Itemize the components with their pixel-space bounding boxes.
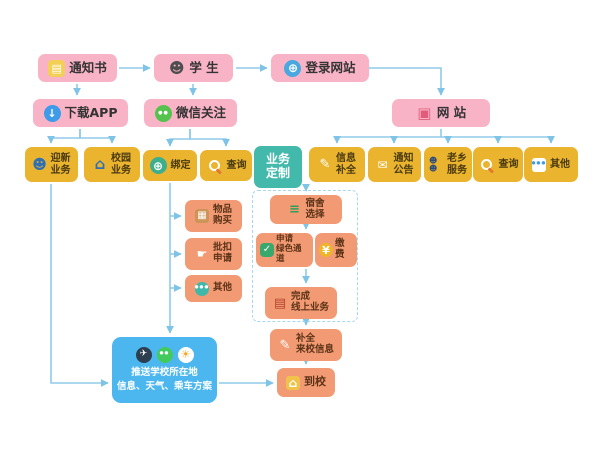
node-notice-letter: ▤ 通知书: [38, 54, 117, 82]
node-download-app: ↓ 下载APP: [33, 99, 128, 127]
pencil-icon: ✎: [279, 337, 291, 353]
query-wechat-label: 查询: [226, 159, 247, 171]
payment-label: 缴费: [335, 238, 345, 260]
arrival-info-completion-label: 补全 来校信息: [295, 333, 334, 355]
wechat-follow-label: 微信关注: [175, 104, 226, 120]
node-business-custom: 业务 定制: [254, 146, 302, 188]
people-icon: ☻: [32, 156, 47, 173]
ellipsis-icon: ●●●: [532, 157, 546, 172]
student-label: 学 生: [189, 59, 219, 75]
hometown-service-label: 老乡 服务: [447, 153, 467, 176]
info-completion-label: 信息 补全: [336, 153, 356, 176]
books-icon: ▤: [273, 295, 287, 311]
node-notice-announcement: ✉ 通知 公告: [368, 147, 421, 182]
building-icon: ⌂: [94, 155, 106, 173]
campus-business-label: 校园 业务: [111, 153, 131, 176]
download-icon: ↓: [43, 104, 61, 122]
group-icon: ☻☻: [429, 155, 437, 173]
monitor-icon: ▣: [417, 103, 432, 122]
welcome-business-label: 迎新 业务: [50, 153, 71, 176]
login-website-label: 登录网站: [305, 59, 356, 75]
download-app-label: 下载APP: [64, 104, 118, 120]
node-query-wechat: 查询: [200, 150, 252, 181]
business-custom-label: 业务 定制: [265, 152, 290, 180]
node-other-website: ●●● 其他: [524, 147, 578, 182]
node-arrive-school: ⌂ 到校: [277, 368, 335, 397]
complete-online-business-label: 完成 线上业务: [290, 291, 329, 313]
money-icon: ¥: [319, 243, 333, 257]
node-other-wechat: ●●● 其他: [185, 275, 242, 302]
other-wechat-label: 其他: [212, 282, 232, 294]
item-purchase-label: 物品 购买: [212, 204, 232, 226]
document-icon: ▤: [48, 59, 66, 77]
push-info-icons: ✈ ●● ☀: [135, 346, 194, 363]
check-icon: ✓: [260, 243, 274, 257]
node-push-info: ✈ ●● ☀ 推送学校所在地 信息、天气、乘车方案: [112, 337, 217, 403]
notice-announcement-label: 通知 公告: [393, 153, 414, 176]
wechat-icon: ●●: [154, 104, 172, 122]
other-website-label: 其他: [550, 158, 570, 170]
node-welcome-business: ☻ 迎新 业务: [25, 147, 78, 182]
globe-icon: ⊕: [284, 59, 302, 77]
node-arrival-info-completion: ✎ 补全 来校信息: [270, 329, 342, 361]
pencil-icon: ✎: [319, 157, 331, 172]
node-dorm-selection: ≡ 宿舍 选择: [270, 195, 342, 224]
node-website: ▣ 网 站: [392, 99, 490, 127]
notice-letter-label: 通知书: [69, 59, 107, 75]
bed-icon: ≡: [289, 202, 300, 217]
node-hometown-service: ☻☻ 老乡 服务: [424, 147, 472, 182]
plane-icon: ✈: [135, 346, 152, 363]
hand-icon: ☛: [196, 247, 208, 261]
node-batch-deduction: ☛ 批扣 申请: [185, 238, 242, 270]
node-payment: ¥ 缴费: [315, 233, 357, 267]
school-icon: ⌂: [286, 375, 300, 390]
node-student: ☻ 学 生: [154, 54, 233, 82]
node-green-channel: ✓ 申请 绿色通道: [256, 233, 313, 267]
node-campus-business: ⌂ 校园 业务: [84, 147, 140, 182]
node-wechat-follow: ●● 微信关注: [144, 99, 237, 127]
green-channel-label: 申请 绿色通道: [276, 234, 302, 264]
node-info-completion: ✎ 信息 补全: [309, 147, 365, 182]
package-icon: ▦: [194, 209, 209, 223]
student-icon: ☻: [168, 58, 185, 77]
node-item-purchase: ▦ 物品 购买: [185, 200, 242, 232]
search-icon: [478, 156, 495, 173]
mail-icon: ✉: [377, 157, 388, 172]
ellipsis-icon: ●●●: [195, 281, 209, 296]
push-info-label: 推送学校所在地 信息、天气、乘车方案: [116, 366, 212, 392]
arrive-school-label: 到校: [304, 375, 326, 389]
node-bind: ⊕ 绑定: [143, 150, 197, 181]
search-icon: [206, 157, 223, 174]
dorm-selection-label: 宿舍 选择: [305, 197, 325, 220]
earth-icon: ⊕: [149, 157, 167, 174]
bind-label: 绑定: [170, 159, 191, 171]
chat-icon: ●●: [156, 346, 173, 363]
query-website-label: 查询: [498, 158, 519, 170]
node-login-website: ⊕ 登录网站: [271, 54, 369, 82]
node-query-website: 查询: [473, 147, 523, 182]
sun-icon: ☀: [177, 346, 194, 363]
batch-deduction-label: 批扣 申请: [212, 242, 232, 264]
node-complete-online-business: ▤ 完成 线上业务: [265, 287, 337, 319]
website-label: 网 站: [436, 104, 467, 120]
